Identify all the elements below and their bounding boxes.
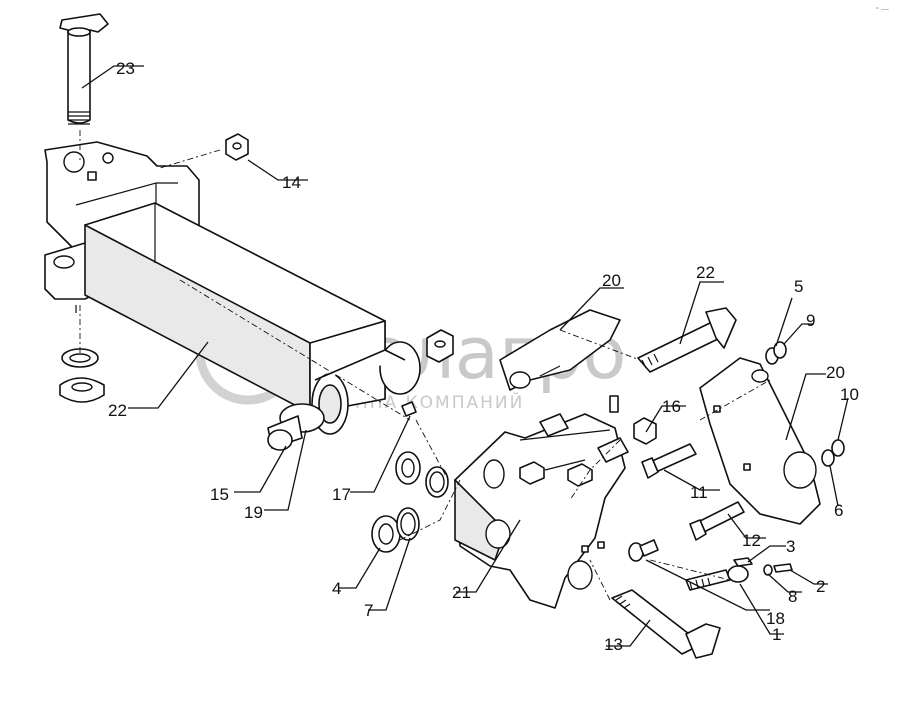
snap-ring-7 xyxy=(396,507,420,541)
bushing-frame-b xyxy=(597,437,629,463)
bolt-2 xyxy=(773,563,793,573)
grease-nipple-frame xyxy=(609,395,619,413)
callout-labels: 23 14 22 15 19 17 4 7 21 20 22 16 11 5 9… xyxy=(108,59,859,654)
link-20-top xyxy=(499,309,621,391)
washer-left xyxy=(61,348,99,368)
cotter-3 xyxy=(733,557,753,567)
callout-14: 14 xyxy=(282,173,301,192)
callout-9: 9 xyxy=(806,311,815,330)
callout-4: 4 xyxy=(332,579,341,598)
beam-22 xyxy=(84,202,421,435)
callout-7: 7 xyxy=(364,601,373,620)
pin-12 xyxy=(689,501,745,541)
grease-nipple-17 xyxy=(401,401,417,417)
callout-18: 18 xyxy=(766,609,785,628)
castle-nut-left xyxy=(59,377,105,403)
callout-6: 6 xyxy=(834,501,843,520)
bushing-frame-a xyxy=(539,413,569,437)
washer-8 xyxy=(763,564,773,576)
callout-5: 5 xyxy=(794,277,803,296)
callout-21: 21 xyxy=(452,583,471,602)
bushing-15 xyxy=(267,415,303,451)
nut-14 xyxy=(225,133,249,161)
eye-18 xyxy=(628,539,659,562)
bearing-4 xyxy=(371,515,401,553)
callout-19: 19 xyxy=(244,503,263,522)
callout-10: 10 xyxy=(840,385,859,404)
callout-22-right: 22 xyxy=(696,263,715,282)
pin-11 xyxy=(641,443,697,479)
callout-17: 17 xyxy=(332,485,351,504)
link-20-right xyxy=(699,357,821,525)
leader-lines xyxy=(81,65,849,647)
callout-2: 2 xyxy=(816,577,825,596)
callout-13: 13 xyxy=(604,635,623,654)
callout-1: 1 xyxy=(772,625,781,644)
washer-6 xyxy=(821,449,835,467)
pin-13 xyxy=(611,589,721,659)
callout-3: 3 xyxy=(786,537,795,556)
bolt-1 xyxy=(685,565,749,591)
callout-20-right: 20 xyxy=(826,363,845,382)
pin-22-right xyxy=(637,307,737,373)
corner-mark: ° −− xyxy=(876,6,889,14)
callout-22: 22 xyxy=(108,401,127,420)
callout-15: 15 xyxy=(210,485,229,504)
pin-23 xyxy=(59,13,109,125)
frame-21 xyxy=(454,413,626,609)
callout-11: 11 xyxy=(690,483,708,502)
callout-23: 23 xyxy=(116,59,135,78)
nut-beam-end xyxy=(426,329,454,363)
callout-12: 12 xyxy=(742,531,761,550)
callout-20-top: 20 xyxy=(602,271,621,290)
callout-8: 8 xyxy=(788,587,797,606)
callout-16: 16 xyxy=(662,397,681,416)
washer-9 xyxy=(773,341,787,359)
bearing-17b xyxy=(395,451,421,485)
assembly-axes xyxy=(79,130,771,601)
snap-ring-upper xyxy=(425,466,449,498)
